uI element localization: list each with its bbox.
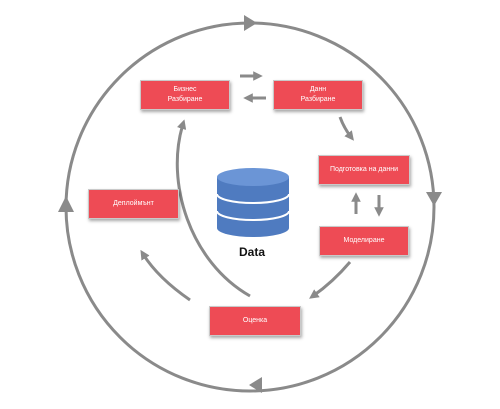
deployment-label: Деплоймънт [113, 200, 154, 207]
outer-arrowhead-bottom [249, 377, 262, 393]
arrow-evaluation-to-business [175, 119, 251, 298]
data-understanding-line1: Данн [309, 86, 327, 93]
data-understanding-line2: Разбиране [300, 96, 336, 103]
arrow-data-to-preparation [338, 116, 354, 141]
data-preparation-label: Подготовка на данни [329, 166, 399, 173]
outer-arrowhead-right [426, 192, 442, 206]
outer-arrowhead-left [58, 196, 74, 212]
box-data-preparation: Подготовка на данни [318, 155, 410, 185]
box-business-understanding: Бизнес Разбиране [140, 80, 230, 110]
box-evaluation: Оценка [209, 306, 301, 336]
database-icon [216, 168, 290, 237]
center-data-label: Data [238, 245, 265, 259]
box-deployment: Деплоймънт [88, 189, 179, 219]
evaluation-label: Оценка [242, 317, 268, 324]
business-line1: Бизнес [173, 86, 197, 93]
arrow-evaluation-to-deployment [140, 249, 191, 302]
business-line2: Разбиране [167, 96, 203, 103]
box-data-understanding: Данн Разбиране [273, 80, 363, 110]
outer-arrowhead-top [244, 15, 257, 31]
arrow-modeling-to-evaluation [309, 261, 352, 299]
box-modeling: Моделиране [319, 226, 409, 256]
modeling-label: Моделиране [343, 237, 385, 244]
